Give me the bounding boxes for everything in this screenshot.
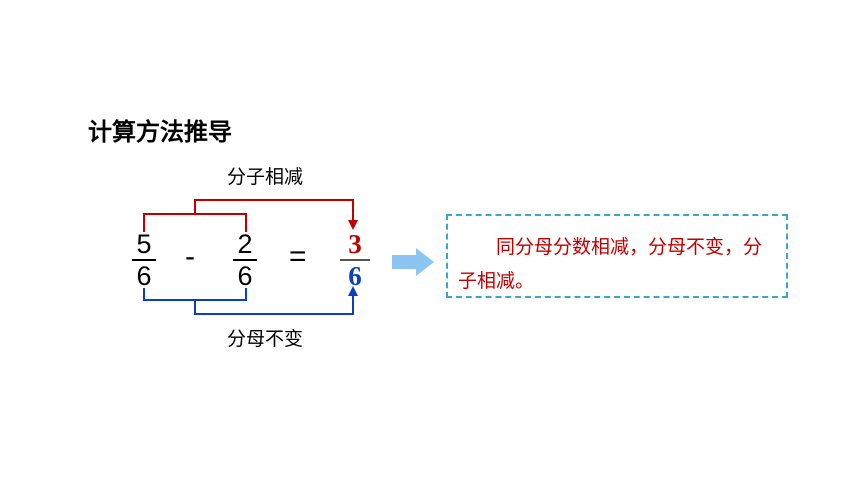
conclusion-box: 同分母分数相减，分母不变，分子相减。 — [446, 214, 788, 298]
numerator-bracket — [143, 213, 247, 232]
fraction-denominator: 6 — [136, 261, 152, 291]
fraction-subtrahend: 2 6 — [233, 230, 257, 290]
fraction-denominator: 6 — [237, 261, 253, 291]
numerator-arrow-line — [194, 199, 354, 222]
numerator-arrowhead — [348, 220, 358, 230]
denominator-bracket — [143, 288, 247, 301]
fraction-numerator: 5 — [136, 229, 152, 259]
fraction-numerator: 2 — [237, 229, 253, 259]
denominator-arrow-line — [194, 294, 354, 315]
fraction-bar — [233, 259, 257, 261]
denominator-arrowhead — [348, 286, 358, 296]
fraction-bar — [340, 259, 370, 261]
numerator-annotation: 分子相减 — [227, 166, 304, 188]
result-numerator: 3 — [348, 229, 362, 259]
fraction-result: 3 6 — [340, 230, 370, 290]
right-arrow-icon — [392, 248, 434, 276]
result-denominator: 6 — [348, 261, 362, 291]
page-title: 计算方法推导 — [88, 118, 232, 146]
equals-sign: = — [289, 240, 307, 273]
fraction-minuend: 5 6 — [132, 230, 156, 290]
minus-sign: - — [185, 240, 195, 273]
denominator-annotation: 分母不变 — [227, 328, 304, 350]
fraction-bar — [132, 259, 156, 261]
